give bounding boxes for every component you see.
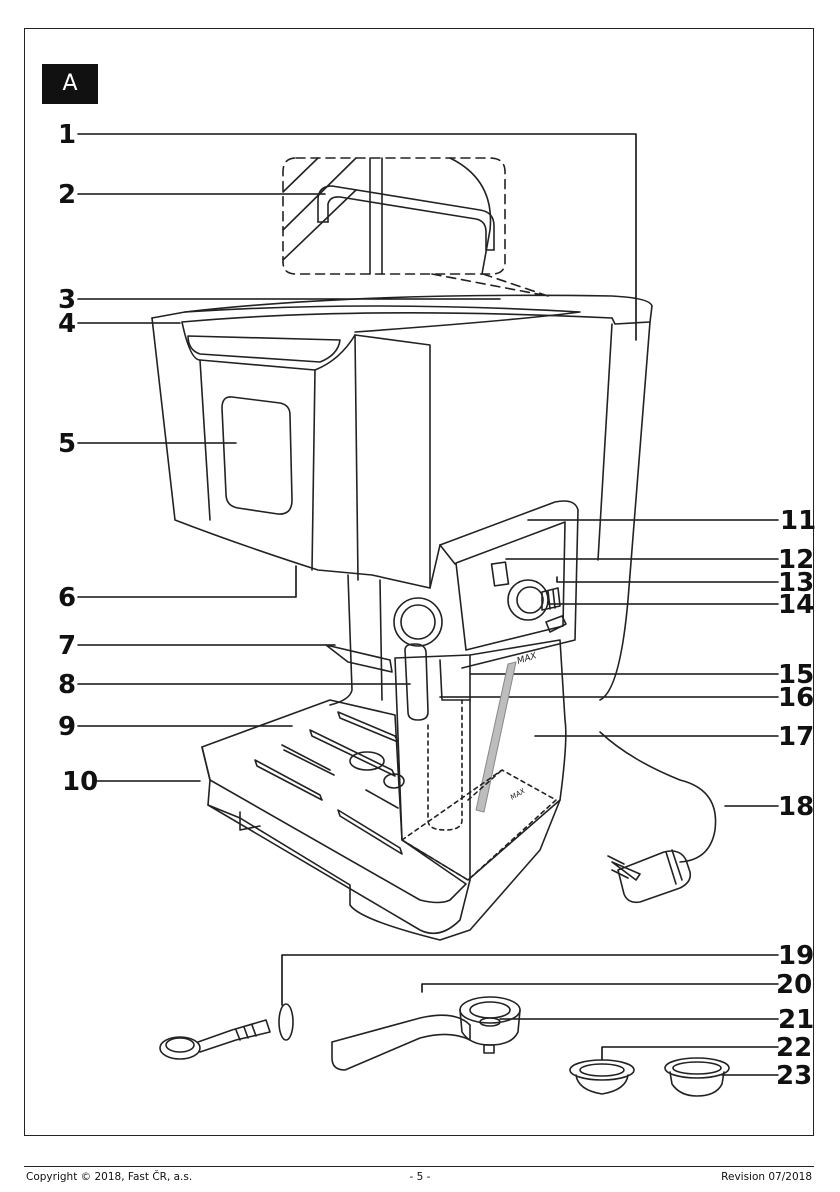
water-tank: MAX MAX xyxy=(395,640,566,880)
callout-23: 23 xyxy=(776,1061,812,1091)
callout-2: 2 xyxy=(58,180,76,210)
footer-page-number: - 5 - xyxy=(0,1171,840,1183)
portafilter xyxy=(332,997,520,1070)
callout-4: 4 xyxy=(58,309,76,339)
callout-19: 19 xyxy=(778,941,814,971)
tray-grille-slots xyxy=(255,712,404,854)
leader-lines xyxy=(78,134,778,1075)
callout-6: 6 xyxy=(58,583,76,613)
callout-8: 8 xyxy=(58,670,76,700)
footer-divider xyxy=(24,1166,814,1167)
callout-11: 11 xyxy=(780,506,816,536)
group-head xyxy=(326,598,442,720)
callout-21: 21 xyxy=(778,1005,814,1035)
callout-14: 14 xyxy=(778,590,814,620)
callout-10: 10 xyxy=(62,767,98,797)
callout-16: 16 xyxy=(778,683,814,713)
power-cord xyxy=(600,732,716,902)
power-switch xyxy=(492,562,509,586)
tamper-spoon xyxy=(160,1004,293,1059)
machine-body xyxy=(152,295,652,705)
callout-1: 1 xyxy=(58,120,76,150)
filter-baskets xyxy=(570,1058,729,1096)
control-panel xyxy=(440,501,578,668)
max-mark-lower: MAX xyxy=(509,787,527,802)
callout-22: 22 xyxy=(776,1033,812,1063)
callout-5: 5 xyxy=(58,429,76,459)
inset-detail xyxy=(283,158,548,296)
drip-tray xyxy=(202,700,560,940)
callout-9: 9 xyxy=(58,712,76,742)
callout-7: 7 xyxy=(58,631,76,661)
callout-numbers: 1 2 3 4 5 6 7 8 9 10 11 12 13 14 15 16 1… xyxy=(58,120,816,1091)
callout-20: 20 xyxy=(776,970,812,1000)
callout-17: 17 xyxy=(778,722,814,752)
callout-18: 18 xyxy=(778,792,814,822)
footer-revision: Revision 07/2018 xyxy=(721,1171,812,1183)
